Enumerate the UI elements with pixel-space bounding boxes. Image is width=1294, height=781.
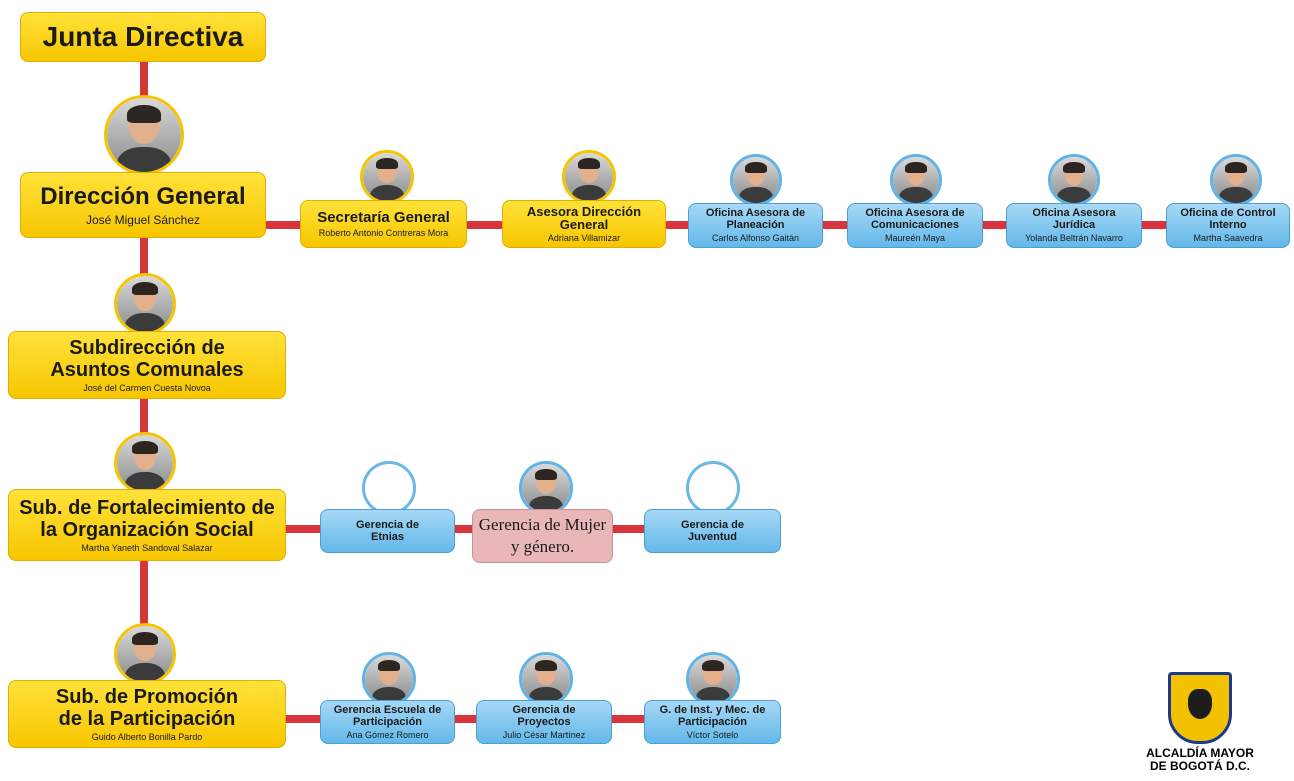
proyectos-name: Julio César Martínez [502,729,586,740]
planeacion-title: Oficina Asesora de Planeación [705,207,806,231]
avatar-planeacion [730,154,782,206]
escuela-box[interactable]: Gerencia Escuela de Participación Ana Gó… [320,700,455,744]
avatar-mujer-genero [519,461,573,515]
person-photo [117,435,173,491]
escuela-name: Ana Gómez Romero [346,729,429,740]
juridica-name: Yolanda Beltrán Navarro [1025,233,1123,243]
control-interno-box[interactable]: Oficina de Control Interno Martha Saaved… [1166,203,1290,248]
avatar-etnias-empty [362,461,416,515]
fortalecimiento-title: Sub. de Fortalecimiento de la Organizaci… [19,496,275,541]
secretaria-box[interactable]: Secretaría General Roberto Antonio Contr… [300,200,467,248]
asesora-name: Adriana Villamizar [547,232,621,243]
juridica-title: Oficina Asesora Jurídica [1032,207,1116,231]
promocion-box[interactable]: Sub. de Promoción de la Participación Gu… [8,680,286,748]
comunicaciones-box[interactable]: Oficina Asesora de Comunicaciones Maureé… [847,203,983,248]
comunales-name: José del Carmen Cuesta Novoa [83,382,211,393]
coat-of-arms-icon [1168,672,1232,744]
person-photo [363,153,411,201]
person-photo [117,276,173,332]
control-interno-title: Oficina de Control Interno [1180,207,1276,231]
connector-promocion-row [284,715,654,723]
direccion-box[interactable]: Dirección General José Miguel Sánchez [20,172,266,238]
comunicaciones-name: Maureén Maya [884,233,946,243]
avatar-inst-mec [686,652,740,706]
avatar-comunicaciones [890,154,942,206]
direccion-title: Dirección General [40,182,246,210]
fortalecimiento-name: Martha Yaneth Sandoval Salazar [81,542,213,553]
avatar-direccion [104,95,184,175]
person-photo [365,655,413,703]
juventud-box[interactable]: Gerencia de Juventud [644,509,781,553]
connector-board-direccion [140,60,148,100]
logo-text-line1: ALCALDÍA MAYOR [1146,746,1254,760]
juridica-box[interactable]: Oficina Asesora Jurídica Yolanda Beltrán… [1006,203,1142,248]
connector-fortalecimiento-row [284,525,654,533]
avatar-comunales [114,273,176,335]
person-photo [689,655,737,703]
avatar-juventud-empty [686,461,740,515]
avatar-juridica [1048,154,1100,206]
person-photo [522,464,570,512]
inst-mec-name: Víctor Sotelo [686,729,739,740]
person-photo [117,626,173,682]
alcaldia-logo: ALCALDÍA MAYOR DE BOGOTÁ D.C. [1140,672,1260,776]
control-interno-name: Martha Saavedra [1193,233,1263,243]
promocion-name: Guido Alberto Bonilla Pardo [91,731,203,742]
fortalecimiento-box[interactable]: Sub. de Fortalecimiento de la Organizaci… [8,489,286,561]
comunicaciones-title: Oficina Asesora de Comunicaciones [865,207,965,231]
avatar-promocion [114,623,176,685]
person-photo [1213,157,1259,203]
person-photo [565,153,613,201]
etnias-title: Gerencia de Etnias [356,519,419,543]
board-title: Junta Directiva [42,21,244,52]
person-photo [107,98,181,172]
mujer-genero-box[interactable]: Gerencia de Mujer y género. [472,509,613,563]
inst-mec-title: G. de Inst. y Mec. de Participación [659,703,766,728]
mujer-genero-title: Gerencia de Mujer y género. [478,515,607,556]
secretaria-name: Roberto Antonio Contreras Mora [318,227,449,238]
proyectos-title: Gerencia de Proyectos [512,703,576,728]
comunales-title: Subdirección de Asuntos Comunales [50,336,244,381]
avatar-control-interno [1210,154,1262,206]
planeacion-name: Carlos Alfonso Gaitán [711,233,800,243]
person-photo [522,655,570,703]
board-box[interactable]: Junta Directiva [20,12,266,62]
person-photo [733,157,779,203]
person-photo [893,157,939,203]
logo-text-line2: DE BOGOTÁ D.C. [1149,759,1250,773]
avatar-proyectos [519,652,573,706]
direccion-name: José Miguel Sánchez [85,212,201,227]
etnias-box[interactable]: Gerencia de Etnias [320,509,455,553]
juventud-title: Gerencia de Juventud [681,519,744,543]
avatar-asesora [562,150,616,204]
avatar-escuela [362,652,416,706]
asesora-title: Asesora Dirección General [526,203,642,232]
promocion-title: Sub. de Promoción de la Participación [55,685,239,730]
secretaria-title: Secretaría General [317,208,450,226]
person-photo [1051,157,1097,203]
planeacion-box[interactable]: Oficina Asesora de Planeación Carlos Alf… [688,203,823,248]
proyectos-box[interactable]: Gerencia de Proyectos Julio César Martín… [476,700,612,744]
asesora-box[interactable]: Asesora Dirección General Adriana Villam… [502,200,666,248]
avatar-fortalecimiento [114,432,176,494]
comunales-box[interactable]: Subdirección de Asuntos Comunales José d… [8,331,286,399]
escuela-title: Gerencia Escuela de Participación [333,703,442,728]
eagle-icon [1188,689,1212,719]
avatar-secretaria [360,150,414,204]
inst-mec-box[interactable]: G. de Inst. y Mec. de Participación Víct… [644,700,781,744]
